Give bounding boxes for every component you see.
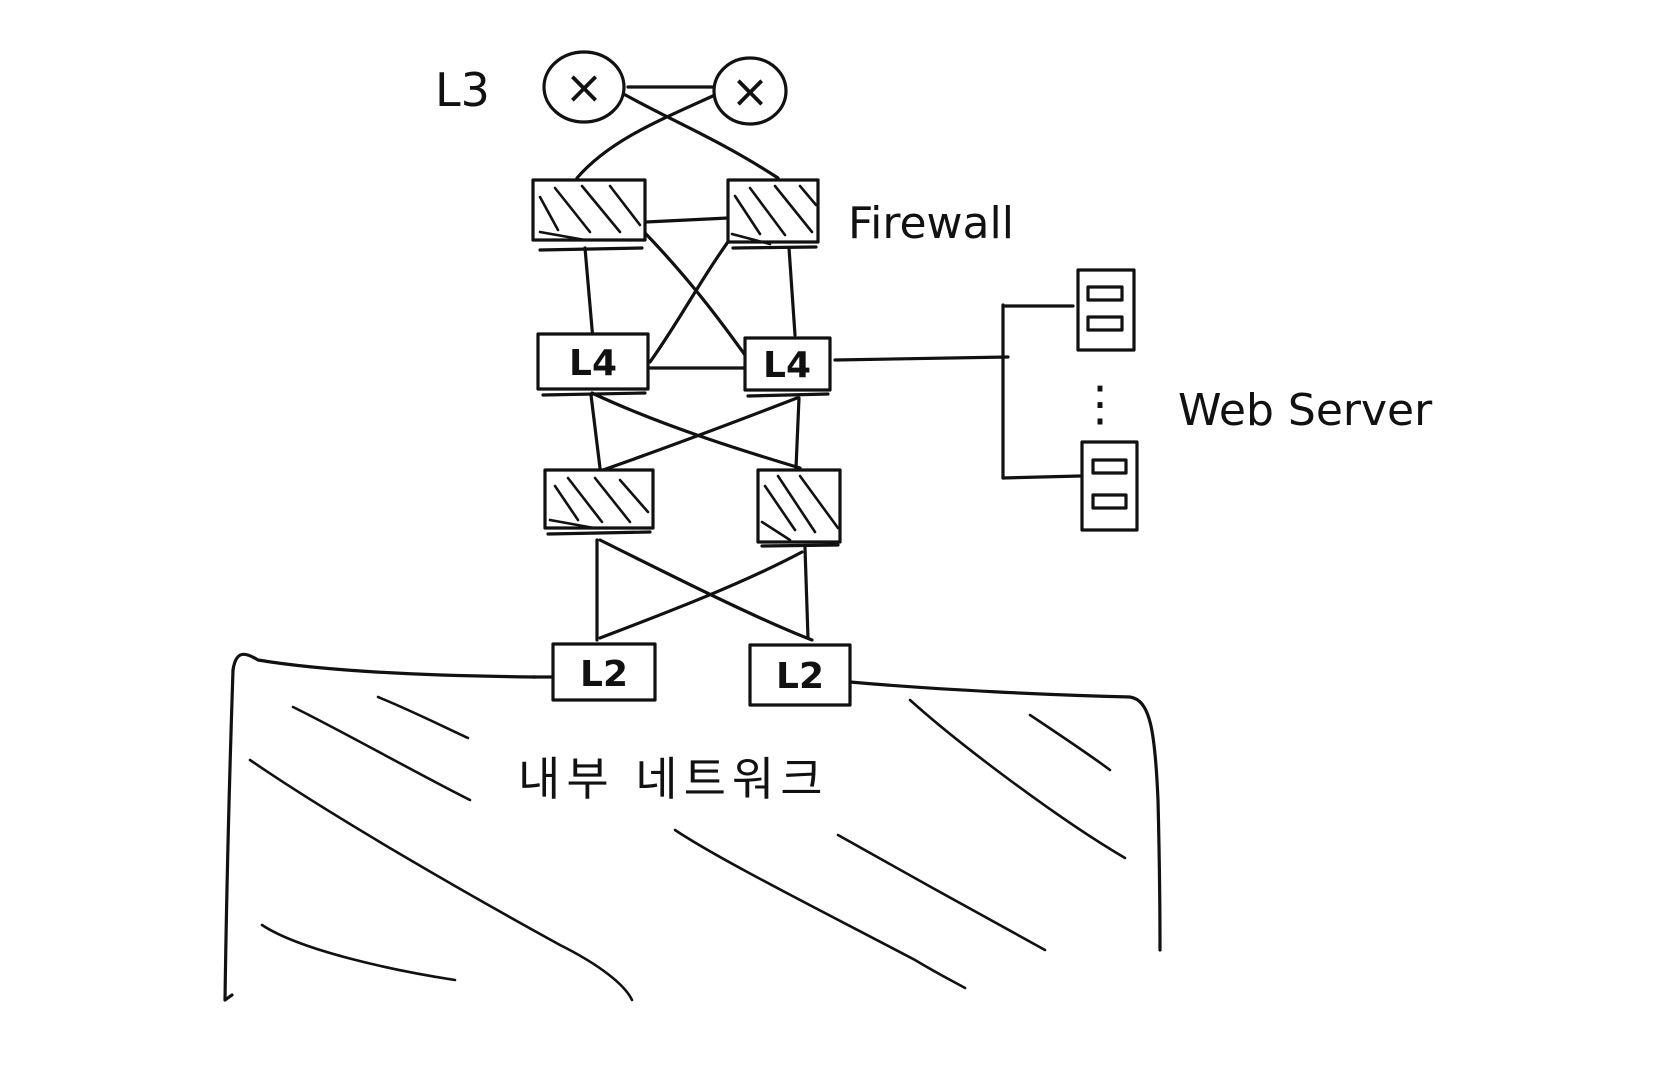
firewall-icon bbox=[726, 178, 820, 250]
svg-text:L2: L2 bbox=[580, 654, 628, 695]
internal-network-label: 내부 네트워크 bbox=[518, 752, 829, 806]
l3-label: L3 bbox=[435, 63, 490, 117]
web-server-label: Web Server bbox=[1178, 385, 1433, 436]
router-icon: × bbox=[542, 50, 626, 124]
link-fw-right-to-l4-right bbox=[787, 246, 797, 337]
connections bbox=[575, 85, 1082, 642]
l4-switch-right: L4 bbox=[743, 336, 832, 398]
link-l4-left-to-fw2-left bbox=[589, 393, 602, 470]
link-l3-left-to-fw-right bbox=[618, 90, 780, 180]
svg-text:×: × bbox=[731, 64, 770, 118]
l2-switches: L2 L2 bbox=[531, 642, 852, 707]
firewall-icon bbox=[531, 178, 647, 252]
link-fw-left-to-l4-left bbox=[583, 246, 595, 342]
firewall-icon bbox=[543, 468, 655, 536]
l2-switch-left: L2 bbox=[531, 642, 657, 702]
server-icon bbox=[1080, 440, 1139, 532]
server-ellipsis: ⋮ bbox=[1076, 376, 1124, 432]
link-fw-right-to-l4-left bbox=[648, 230, 737, 364]
svg-text:L2: L2 bbox=[776, 656, 824, 697]
link-l4-left-to-fw2-right bbox=[590, 391, 802, 470]
link-fw-fw bbox=[644, 216, 730, 224]
link-bus-to-server-bottom bbox=[1001, 474, 1082, 480]
l4-switch-left: L4 bbox=[536, 332, 650, 397]
l4-switches: L4 L4 bbox=[536, 332, 832, 398]
link-l4-right-to-fw2-right bbox=[794, 396, 801, 470]
link-fw-left-to-l4-right bbox=[644, 232, 752, 364]
router-icon: × bbox=[712, 56, 788, 126]
firewall-label: Firewall bbox=[848, 198, 1014, 249]
firewall-icon bbox=[756, 468, 842, 548]
l2-switch-right: L2 bbox=[748, 643, 852, 707]
firewalls-top: Firewall bbox=[531, 178, 1014, 252]
l3-routers: L3 × × bbox=[435, 50, 788, 126]
link-l4-to-web-servers bbox=[833, 355, 1010, 362]
web-servers: ⋮ Web Server bbox=[1076, 268, 1433, 532]
svg-text:L4: L4 bbox=[569, 343, 617, 384]
svg-text:×: × bbox=[565, 60, 604, 114]
link-fw2-left-to-l2-right bbox=[598, 538, 814, 642]
network-hatching bbox=[248, 695, 1127, 1002]
firewalls-bottom bbox=[543, 468, 842, 548]
link-fw2-right-to-l2-left bbox=[598, 550, 804, 640]
svg-text:L4: L4 bbox=[763, 345, 811, 386]
link-fw2-right-to-l2-right bbox=[803, 546, 810, 640]
internal-network-area: 내부 네트워크 bbox=[223, 652, 1162, 1002]
server-icon bbox=[1076, 268, 1136, 352]
link-l3-right-to-fw-left bbox=[575, 93, 717, 180]
link-l4-right-to-fw2-left bbox=[601, 396, 799, 472]
